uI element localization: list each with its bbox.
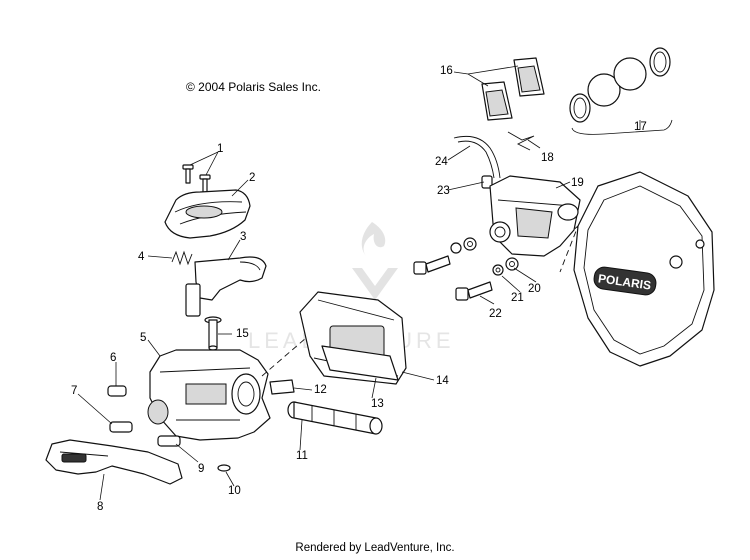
bushing-part-7 [109,421,133,433]
callout-numbers: 1 2 3 4 5 6 7 8 9 10 11 12 13 14 15 16 1… [71,65,647,513]
lever-part-3 [185,256,267,317]
callout-4: 4 [138,251,145,263]
callout-14: 14 [436,375,449,387]
callout-5: 5 [140,332,146,344]
brake-pads-part-16 [481,57,545,121]
callout-3: 3 [240,231,246,243]
callout-2: 2 [249,172,255,184]
master-cylinder-part-5 [147,349,271,441]
seals-pistons-part-17 [569,47,673,135]
pin-part-15 [204,316,222,351]
callout-20: 20 [528,283,541,295]
clip-part-10 [217,464,231,472]
callout-9: 9 [198,463,204,475]
callout-15: 15 [236,328,249,340]
callout-21: 21 [511,292,524,304]
gasket-part-14 [321,345,399,381]
bolt-part-22 [455,281,493,301]
callout-10: 10 [228,485,241,497]
footer-credit: Rendered by LeadVenture, Inc. [295,542,455,554]
washer-part-21 [492,264,504,276]
callout-7: 7 [71,385,77,397]
spring-part-4 [171,250,193,266]
caliper-part-19 [489,175,581,257]
callout-18: 18 [541,152,554,164]
callout-13: 13 [371,398,384,410]
leader-lines [77,65,641,501]
clip-part-12 [269,379,295,395]
bleeder-part-23 [481,175,493,189]
callout-16: 16 [440,65,453,77]
cover-part-2 [164,189,251,239]
spring-clip-part-18 [507,131,535,151]
callout-24: 24 [435,156,448,168]
callout-12: 12 [314,384,327,396]
chaincase-cover: POLARIS [573,171,715,367]
hose-part-24 [453,135,501,179]
bushing-part-6 [107,385,127,397]
callout-6: 6 [110,352,116,364]
callout-17: 17 [634,121,647,133]
piston-part-11 [287,401,383,435]
copyright-notice: © 2004 Polaris Sales Inc. [186,80,321,94]
callout-23: 23 [437,185,450,197]
callout-11: 11 [296,450,308,462]
bolt-upper [413,255,451,275]
brake-lever-part-8 [45,439,183,485]
callout-1: 1 [217,143,223,155]
callout-19: 19 [571,177,584,189]
callout-8: 8 [97,501,103,513]
washer-part-20 [505,257,519,271]
callout-22: 22 [489,308,502,320]
screw-part-9 [157,435,181,447]
screw-part-1 [182,164,211,194]
washers-upper [450,237,477,254]
